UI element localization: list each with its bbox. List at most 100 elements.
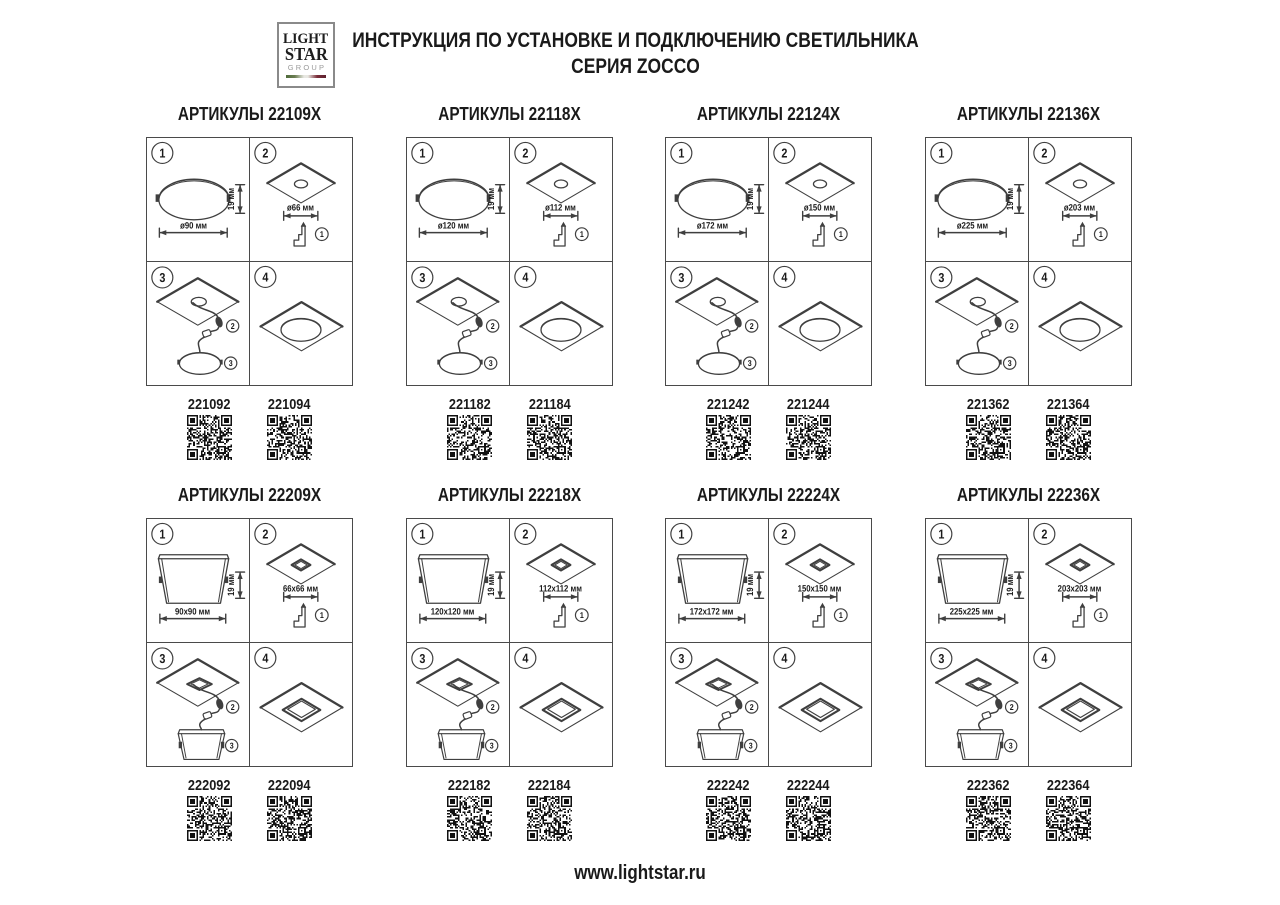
step-number-badge: 2	[225, 318, 240, 333]
step-number: 1	[159, 526, 165, 541]
round-fixture-drawing	[177, 351, 223, 375]
step-number: 3	[748, 358, 752, 368]
article-number: 221092	[188, 396, 231, 413]
step-cell-4-installed: 4	[769, 262, 871, 385]
ceiling-tile	[266, 161, 336, 204]
dimension-line	[282, 591, 319, 602]
ceiling-tile	[675, 276, 759, 326]
step-number: 2	[491, 702, 495, 712]
step-cell-4-installed: 4	[510, 643, 612, 766]
article-column: 221362	[966, 386, 1011, 460]
step-number: 3	[230, 740, 234, 750]
dimension-label: ø120 мм	[438, 220, 469, 230]
article-column: 222184	[527, 767, 572, 841]
dimension-label: 19 мм	[226, 573, 236, 595]
step-number: 4	[262, 269, 269, 284]
ceiling-tile	[1045, 161, 1115, 204]
dimension-label: 172x172 мм	[690, 606, 734, 616]
dimension-label: 19 мм	[486, 187, 496, 209]
article-column: 221364	[1046, 386, 1091, 460]
step-number-badge: 4	[514, 265, 537, 288]
square-fixture-drawing	[676, 553, 749, 604]
step-number: 1	[580, 610, 584, 620]
ceiling-tile	[156, 657, 240, 707]
article-number: 221242	[707, 396, 750, 413]
step-number-badge: 3	[930, 265, 953, 289]
step-number-badge: 1	[151, 522, 174, 545]
cutout-profile-icon	[293, 221, 307, 247]
square-fixture-drawing	[157, 553, 230, 604]
dimension-line	[1013, 183, 1025, 214]
dimension-label: ø66 мм	[287, 202, 314, 212]
ceiling-tile	[416, 276, 500, 326]
step-number: 2	[262, 526, 268, 541]
step-number-badge: 3	[670, 646, 693, 670]
article-column: 221182	[447, 386, 492, 460]
square-fixture-drawing	[696, 728, 745, 760]
step-number-badge: 4	[514, 646, 537, 669]
article-number: 222244	[787, 777, 830, 794]
article-number: 221364	[1047, 396, 1090, 413]
dimension-label: 19 мм	[226, 187, 236, 209]
step-number-badge: 1	[833, 226, 848, 241]
qr-code	[267, 414, 312, 460]
article-column: 222094	[267, 767, 312, 841]
dimension-label: 19 мм	[486, 573, 496, 595]
dimension-label: ø150 мм	[804, 202, 835, 212]
step-number: 3	[749, 740, 753, 750]
step-number: 2	[231, 702, 235, 712]
dimension-line	[159, 612, 227, 624]
dimension-label: ø112 мм	[545, 202, 576, 212]
step-number: 4	[1041, 650, 1048, 665]
cutout-profile-icon	[1072, 602, 1086, 628]
dimension-line	[419, 612, 487, 624]
round-fixture-drawing	[437, 351, 483, 375]
dimension-line	[282, 210, 319, 221]
step-number-badge: 2	[1004, 318, 1019, 333]
article-number: 222094	[268, 777, 311, 794]
step-number: 1	[938, 526, 944, 541]
step-number: 2	[1010, 702, 1014, 712]
step-cell-4-installed: 4	[1029, 262, 1131, 385]
step-number: 4	[1041, 269, 1048, 284]
step-number-badge: 1	[670, 141, 693, 164]
panel-title: АРТИКУЛЫ 22218X	[437, 484, 582, 505]
square-fixture-drawing	[417, 553, 490, 604]
step-number: 1	[419, 526, 425, 541]
ceiling-tile	[935, 276, 1019, 326]
ceiling-tile	[259, 681, 344, 732]
cutout-profile-icon	[553, 221, 567, 247]
step-number: 2	[1041, 145, 1047, 160]
step-number-badge: 3	[483, 355, 498, 370]
article-column: 222092	[187, 767, 232, 841]
step-number: 3	[678, 651, 684, 666]
article-column: 222244	[786, 767, 831, 841]
dimension-line	[938, 612, 1006, 624]
step-number: 3	[1008, 358, 1012, 368]
square-fixture-drawing	[437, 728, 486, 760]
dimension-label: ø225 мм	[957, 220, 988, 230]
dimension-line	[1061, 591, 1098, 602]
wire-and-connectors	[971, 683, 1003, 730]
step-number-badge: 1	[1093, 607, 1108, 622]
ceiling-tile	[675, 657, 759, 707]
step-number-badge: 3	[1002, 355, 1017, 370]
article-column: 221244	[786, 386, 831, 460]
article-number: 222092	[188, 777, 231, 794]
qr-code	[786, 414, 831, 460]
